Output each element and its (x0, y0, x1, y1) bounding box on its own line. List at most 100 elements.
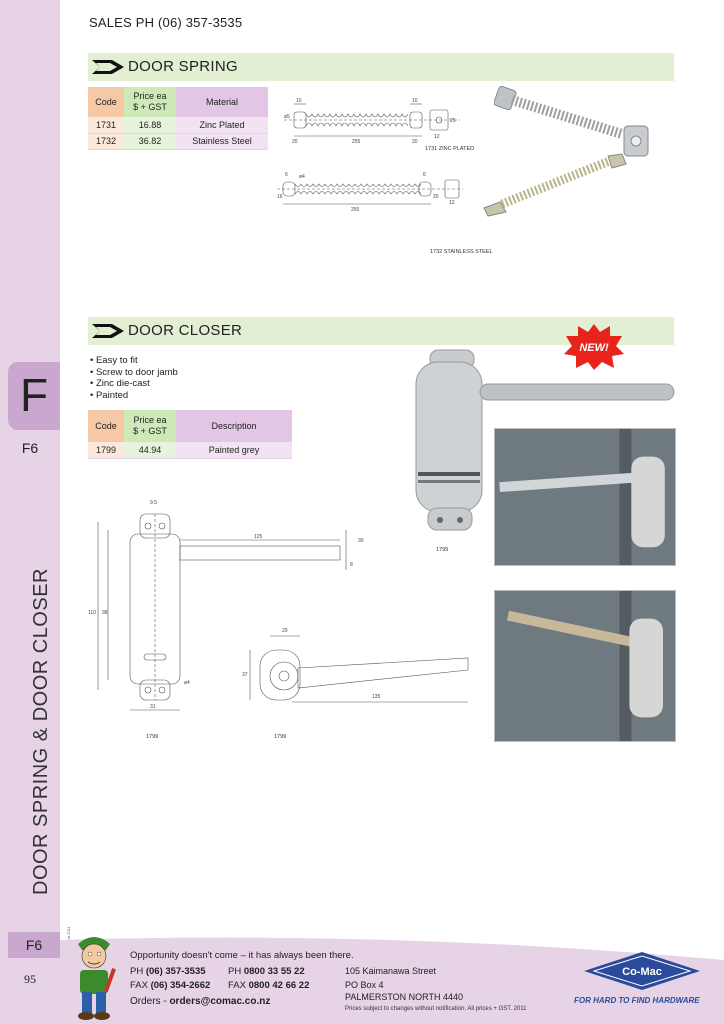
row-price: 44.94 (124, 442, 176, 459)
row-code: 1799 (88, 442, 124, 459)
table-row: 1732 36.82 Stainless Steel (88, 133, 268, 150)
dim-label: 12 (434, 134, 440, 140)
dim-label: 8 (350, 562, 353, 568)
door-spring-table: Code Price ea $ + GST Material 1731 16.8… (88, 87, 268, 150)
col-code: Code (88, 410, 124, 442)
col-description: Description (176, 410, 292, 442)
door-spring-photo-stainless (483, 153, 627, 217)
dim-label: 125 (254, 534, 263, 540)
footer-fax1: FAX (06) 354-2662 (130, 980, 210, 991)
row-material: Zinc Plated (176, 117, 268, 134)
door-spring-title: DOOR SPRING (128, 58, 238, 75)
dim-label: 6 (423, 172, 426, 178)
door-closer-installed-photo (494, 428, 676, 566)
door-spring-photo-zinc (494, 85, 649, 157)
dim-label: ø4 (184, 680, 190, 686)
feature-item: • Painted (90, 389, 129, 401)
footer-ph1: PH (06) 357-3535 (130, 966, 206, 977)
section-code-bottom: F6 (25, 937, 43, 953)
door-closer-title: DOOR CLOSER (128, 322, 243, 339)
footer-fax2: FAX 0800 42 66 22 (228, 980, 309, 991)
feature-item: • Zinc die-cast (90, 378, 150, 389)
door-spring-banner: DOOR SPRING (88, 53, 674, 81)
mascot-illustration (78, 937, 116, 1020)
new-badge: NEW! (564, 324, 624, 370)
col-material: Material (176, 87, 268, 117)
address-line-2: PO Box 4 (345, 980, 384, 990)
door-closer-drawing-top: 20 37 135 (242, 628, 469, 703)
door-closer-table: Code Price ea $ + GST Description 1799 4… (88, 410, 292, 459)
dim-label: ø4 (299, 174, 305, 180)
slogan: FOR HARD TO FIND HARDWARE (574, 996, 700, 1005)
section-code-top: F6 (21, 440, 39, 456)
section-tab (8, 362, 60, 430)
table-row: 1731 16.88 Zinc Plated (88, 117, 268, 134)
col-price-line2: $ + GST (133, 426, 167, 436)
dim-label: 10 (296, 98, 302, 104)
feature-item: • Easy to fit (90, 355, 138, 366)
arrow-icon (92, 60, 124, 74)
dim-label: 10 (412, 98, 418, 104)
door-closer-drawing-front: 9.5 125 30 8 110 98 ø4 31 (88, 500, 364, 711)
new-badge-text: NEW! (579, 342, 609, 354)
dim-label: 20 (412, 139, 418, 145)
comac-logo: Co-Mac (584, 952, 700, 990)
dim-label: 37 (242, 672, 248, 678)
dim-label: 6 (285, 172, 288, 178)
row-price: 36.82 (124, 133, 176, 150)
row-description: Painted grey (176, 442, 292, 459)
dim-label: 25 (450, 118, 456, 124)
dim-label: 255 (351, 207, 360, 212)
fax1-label: FAX (130, 980, 148, 991)
dim-label: 31 (150, 704, 156, 710)
dim-label: 20 (433, 194, 439, 200)
door-closer-features: • Easy to fit • Screw to door jamb • Zin… (90, 355, 178, 401)
feature-item: • Screw to door jamb (90, 366, 178, 378)
sales-header: SALES PH (06) 357-3535 (89, 15, 242, 30)
page-number: 95 (24, 972, 36, 986)
orders-email-link[interactable]: orders@comac.co.nz (169, 996, 271, 1007)
dim-label: 16 (277, 194, 283, 200)
caption-front-drawing: 1799 (146, 734, 159, 740)
section-letter: F (19, 369, 49, 421)
sales-label: SALES (89, 15, 132, 30)
dim-label: 20 (292, 139, 298, 145)
fax2-label: FAX (228, 980, 246, 991)
col-price: Price ea $ + GST (124, 410, 176, 442)
door-closer-photo (415, 349, 675, 531)
address-line-1: 105 Kaimanawa Street (345, 966, 437, 976)
orders-label: Orders - (130, 996, 167, 1007)
dim-label: 20 (282, 628, 288, 634)
logo-text: Co-Mac (622, 966, 662, 978)
ph1-label: PH (130, 966, 144, 977)
caption-top-drawing: 1799 (274, 734, 287, 740)
col-price-line2: $ + GST (133, 102, 167, 112)
dim-label: 30 (358, 538, 364, 544)
sidebar (0, 0, 60, 1024)
table-row: 1799 44.94 Painted grey (88, 442, 292, 459)
col-price: Price ea $ + GST (124, 87, 176, 117)
row-material: Stainless Steel (176, 133, 268, 150)
dim-label: 255 (352, 139, 361, 145)
row-code: 1732 (88, 133, 124, 150)
door-spring-drawing-zinc: 10 10 255 20 20 ø5 12 25 (284, 98, 460, 145)
row-price: 16.88 (124, 117, 176, 134)
fax2-number: 0800 42 66 22 (248, 980, 310, 991)
ph2-number: 0800 33 55 22 (243, 966, 305, 977)
dim-label: 135 (372, 694, 381, 700)
arrow-icon (92, 324, 124, 338)
section-title-vertical: DOOR SPRING & DOOR CLOSER (30, 568, 52, 895)
dim-label: 98 (102, 610, 108, 616)
sales-ph-label: PH (135, 15, 155, 30)
caption-stainless: 1732 STAINLESS STEEL (430, 249, 493, 255)
footer-band (60, 937, 724, 1024)
section-code-bottom-tab (8, 932, 60, 958)
ph1-number: (06) 357-3535 (145, 966, 206, 977)
fax1-number: (06) 354-2662 (150, 980, 211, 991)
caption-zinc: 1731 ZINC PLATED (425, 146, 475, 152)
col-price-line1: Price ea (133, 415, 167, 425)
dim-label: 110 (88, 610, 96, 616)
footer-orders: Orders - orders@comac.co.nz (130, 996, 270, 1007)
footer-quote: Opportunity doesn't come – it has always… (130, 950, 354, 961)
ph2-label: PH (228, 966, 242, 977)
